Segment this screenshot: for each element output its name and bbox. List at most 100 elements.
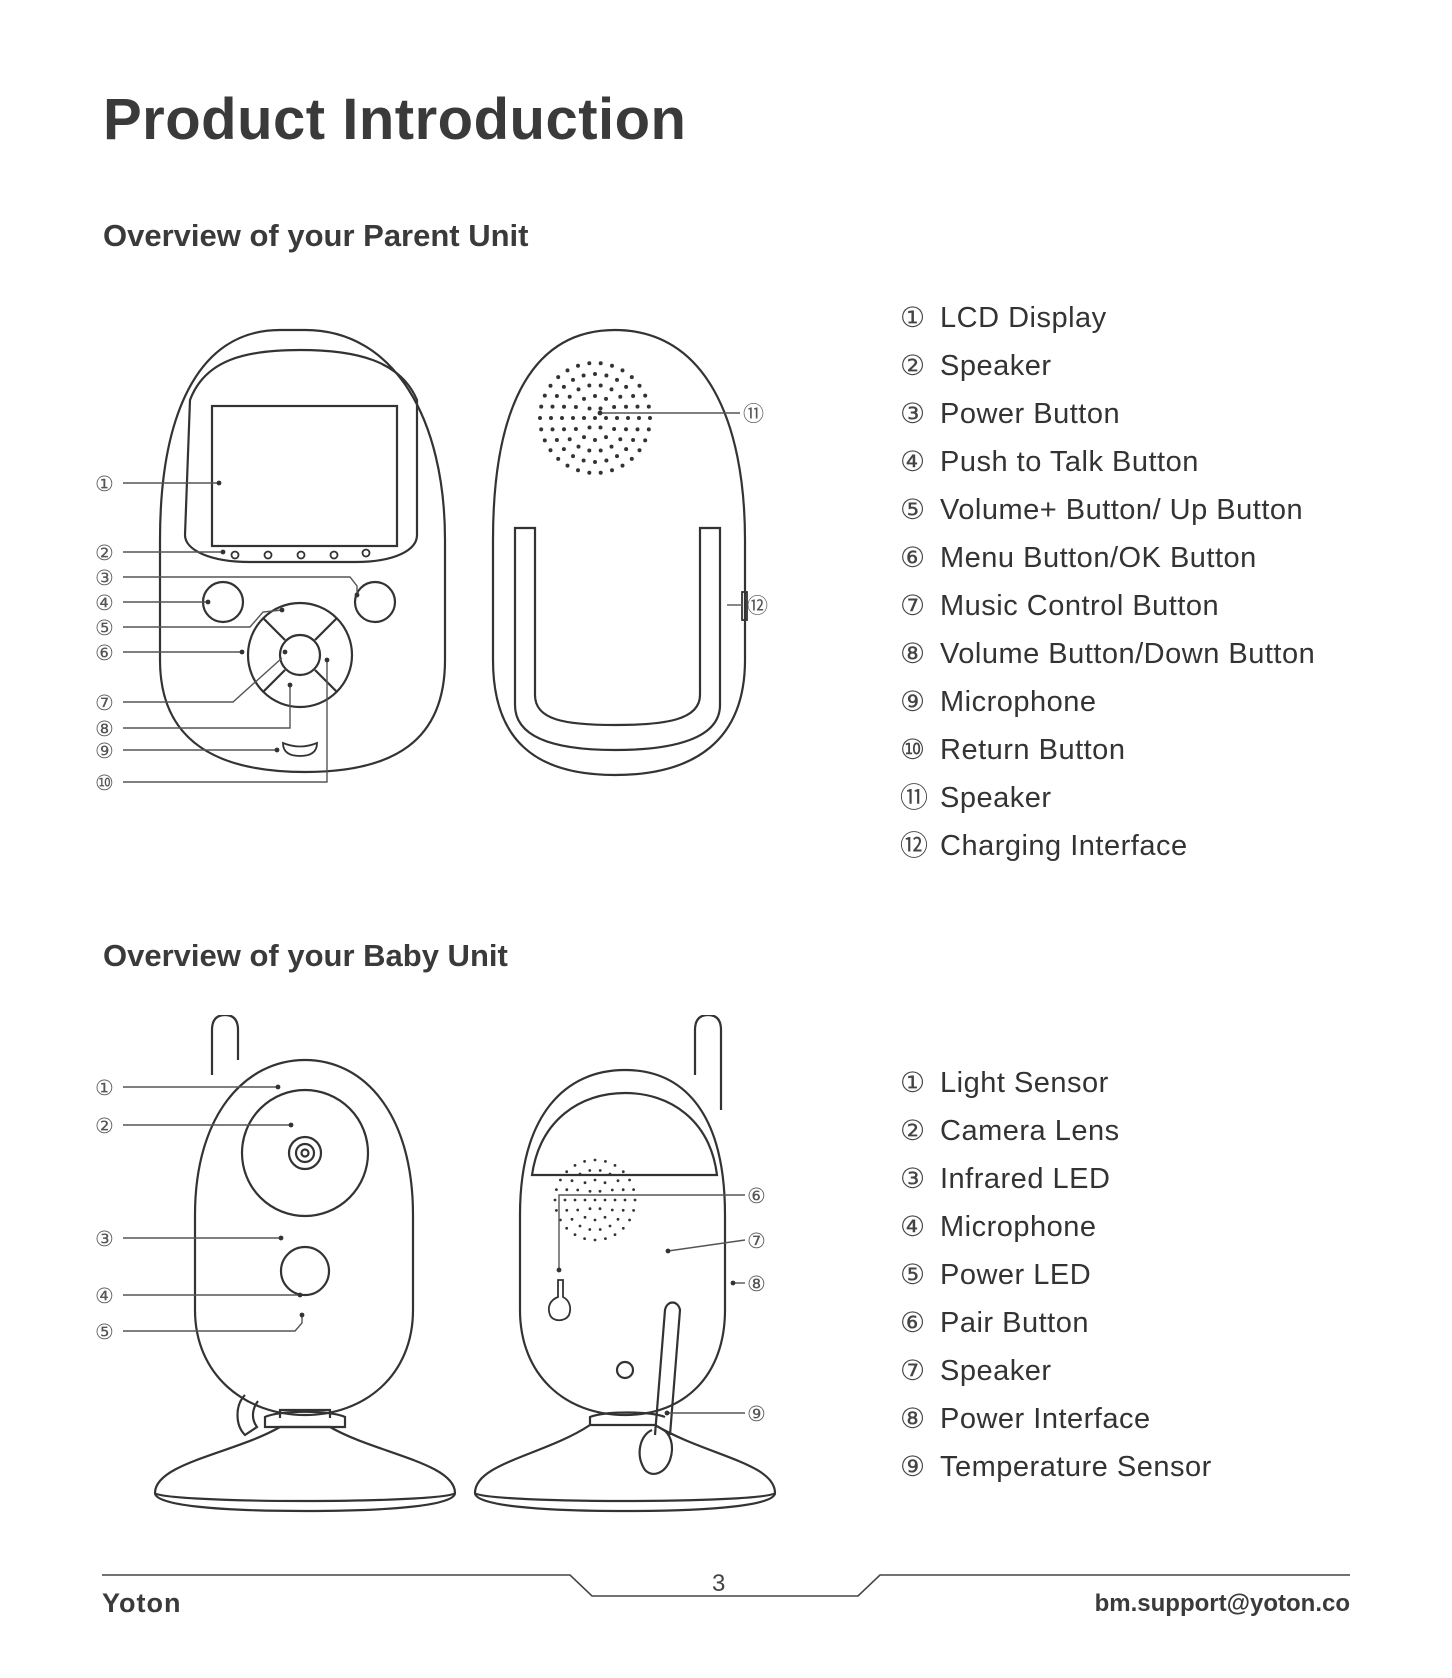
speaker-dot <box>593 1178 597 1182</box>
speaker-dot <box>635 427 640 432</box>
speaker-dot <box>631 438 636 442</box>
speaker-dot <box>598 1189 602 1193</box>
speaker-dot <box>615 377 619 382</box>
speaker-dot <box>593 1158 597 1162</box>
speaker-dot <box>646 427 651 432</box>
speaker-dot <box>604 458 609 463</box>
speaker-dot <box>628 1218 631 1222</box>
speaker-dot <box>637 416 641 420</box>
speaker-dot <box>560 416 564 420</box>
speaker-dot <box>549 416 553 420</box>
speaker-dot <box>624 427 628 432</box>
speaker-dot <box>608 1172 612 1176</box>
speaker-dot <box>643 438 648 443</box>
parent-unit-back <box>491 328 748 777</box>
baby-callout-3: ③ <box>95 1227 114 1251</box>
speaker-dot <box>623 1198 627 1202</box>
speaker-dot <box>576 1208 580 1212</box>
callout-7: ⑦ <box>95 691 114 715</box>
speaker-dot <box>570 1179 574 1183</box>
support-email[interactable]: bm.support@yoton.co <box>1094 1590 1350 1617</box>
speaker-dot <box>621 1226 625 1230</box>
speaker-dot <box>629 375 634 380</box>
pair-button <box>547 1279 572 1322</box>
speaker-dot <box>571 377 575 382</box>
camera-lens-inner <box>294 1142 316 1164</box>
speaker-dot <box>613 1164 617 1167</box>
speaker-dot <box>583 1160 586 1163</box>
baby-callout-8: ⑧ <box>747 1272 766 1296</box>
speaker-dot <box>539 427 544 432</box>
speaker-dot <box>567 394 572 399</box>
speaker-dot <box>576 1188 580 1192</box>
speaker-dot <box>578 1172 582 1176</box>
speaker-dot <box>646 404 651 409</box>
speaker-dot <box>573 1198 577 1202</box>
callout-3: ③ <box>95 566 114 590</box>
speaker-dot <box>555 1188 558 1191</box>
speaker-dot <box>587 448 592 453</box>
callout-10: ⑩ <box>95 771 114 795</box>
speaker-dot <box>593 460 597 464</box>
speaker-dot <box>556 456 561 461</box>
speaker-dot <box>576 387 581 392</box>
callout-8: ⑧ <box>95 717 114 741</box>
speaker-dot <box>582 396 586 401</box>
speaker-dot <box>578 1224 582 1228</box>
speaker-dot <box>553 1198 557 1202</box>
speaker-dot <box>604 1160 607 1163</box>
parent-unit-heading: Overview of your Parent Unit <box>103 218 529 253</box>
speaker-dot <box>616 1179 620 1183</box>
speaker-dot <box>565 463 570 468</box>
speaker-dot <box>593 438 597 442</box>
speaker-dot <box>610 1188 614 1192</box>
speaker-dot <box>571 416 575 420</box>
speaker-dot <box>624 404 628 409</box>
speaker-dot <box>559 1178 562 1182</box>
brand-logo: Yoton <box>102 1588 182 1618</box>
speaker-dot <box>598 1228 602 1231</box>
speaker-dot <box>550 427 555 432</box>
baby-callout-7: ⑦ <box>747 1229 766 1253</box>
speaker-dot <box>621 1188 625 1192</box>
speaker-dot <box>637 448 642 453</box>
baby-callout-6: ⑥ <box>747 1184 766 1208</box>
speaker-dot <box>613 1198 617 1202</box>
speaker-dot <box>542 393 547 398</box>
speaker-dot <box>593 394 597 398</box>
speaker-dot <box>565 1226 569 1230</box>
speaker-dot <box>598 470 603 475</box>
speaker-dot <box>561 384 566 389</box>
speaker-dot <box>587 383 592 388</box>
speaker-dot <box>565 1188 569 1192</box>
footer-divider <box>102 1574 1350 1597</box>
speaker-dot <box>565 368 570 373</box>
speaker-dot <box>610 468 614 473</box>
speaker-dot <box>542 438 547 443</box>
speaker-dot <box>582 435 586 440</box>
page-title: Product Introduction <box>103 87 687 152</box>
speaker-dot <box>629 456 634 461</box>
speaker-dot <box>624 384 629 389</box>
speaker-dot <box>548 448 553 453</box>
speaker-dot <box>573 1233 577 1236</box>
speaker-dot <box>554 438 559 442</box>
speaker-dot <box>539 404 544 409</box>
page-number: 3 <box>712 1570 726 1597</box>
parent-unit-front <box>158 328 447 774</box>
callout-12: ⑫ <box>747 594 768 618</box>
speaker-dot <box>613 1233 617 1236</box>
speaker-dot <box>598 1169 602 1172</box>
speaker-dot <box>603 1181 607 1185</box>
microphone-slot <box>282 741 318 757</box>
